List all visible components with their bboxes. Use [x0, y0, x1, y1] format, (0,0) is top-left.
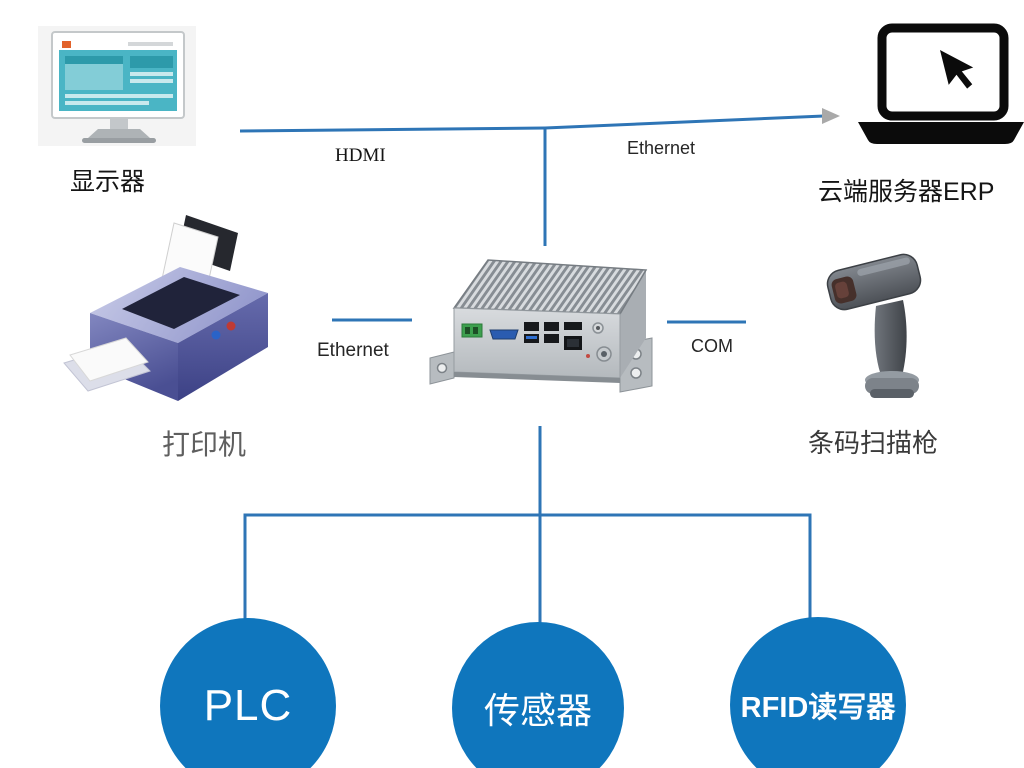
monitor-node: [38, 26, 200, 152]
cursor-icon: [940, 50, 974, 89]
printer-icon: [63, 215, 268, 401]
printer-label: 打印机: [162, 429, 247, 460]
barcode-scanner-label: 条码扫描枪: [808, 428, 939, 458]
rfid-reader-label: RFID读写器: [740, 692, 896, 724]
server-arrowhead-icon: [822, 108, 840, 124]
sensor-label: 传感器: [483, 690, 592, 731]
plc-circle: PLC: [160, 618, 336, 768]
rfid-reader-circle: RFID读写器: [730, 617, 906, 768]
industrial-pc-node: [412, 246, 667, 426]
ethernet-printer-connection-label: Ethernet: [317, 340, 389, 361]
ethernet-server-connection-label: Ethernet: [627, 138, 696, 158]
ethernet-server-line: [544, 114, 825, 130]
hdmi-connection-label: HDMI: [335, 145, 386, 166]
plc-label: PLC: [203, 681, 293, 730]
monitor-label: 显示器: [70, 168, 146, 196]
monitor-icon: [38, 26, 196, 146]
hdmi-line: [239, 126, 546, 133]
laptop-icon: [858, 23, 1024, 144]
cloud-server-label: 云端服务器ERP: [818, 178, 995, 206]
printer-node: [58, 205, 293, 423]
distribution-line: [243, 513, 812, 630]
sensor-circle: 传感器: [452, 622, 624, 768]
cloud-server-node: [852, 20, 1024, 160]
barcode-scanner-node: [820, 248, 930, 406]
barcode-scanner-icon: [826, 253, 922, 398]
industrial-pc-icon: [412, 246, 667, 426]
com-connection-label: COM: [691, 336, 733, 356]
